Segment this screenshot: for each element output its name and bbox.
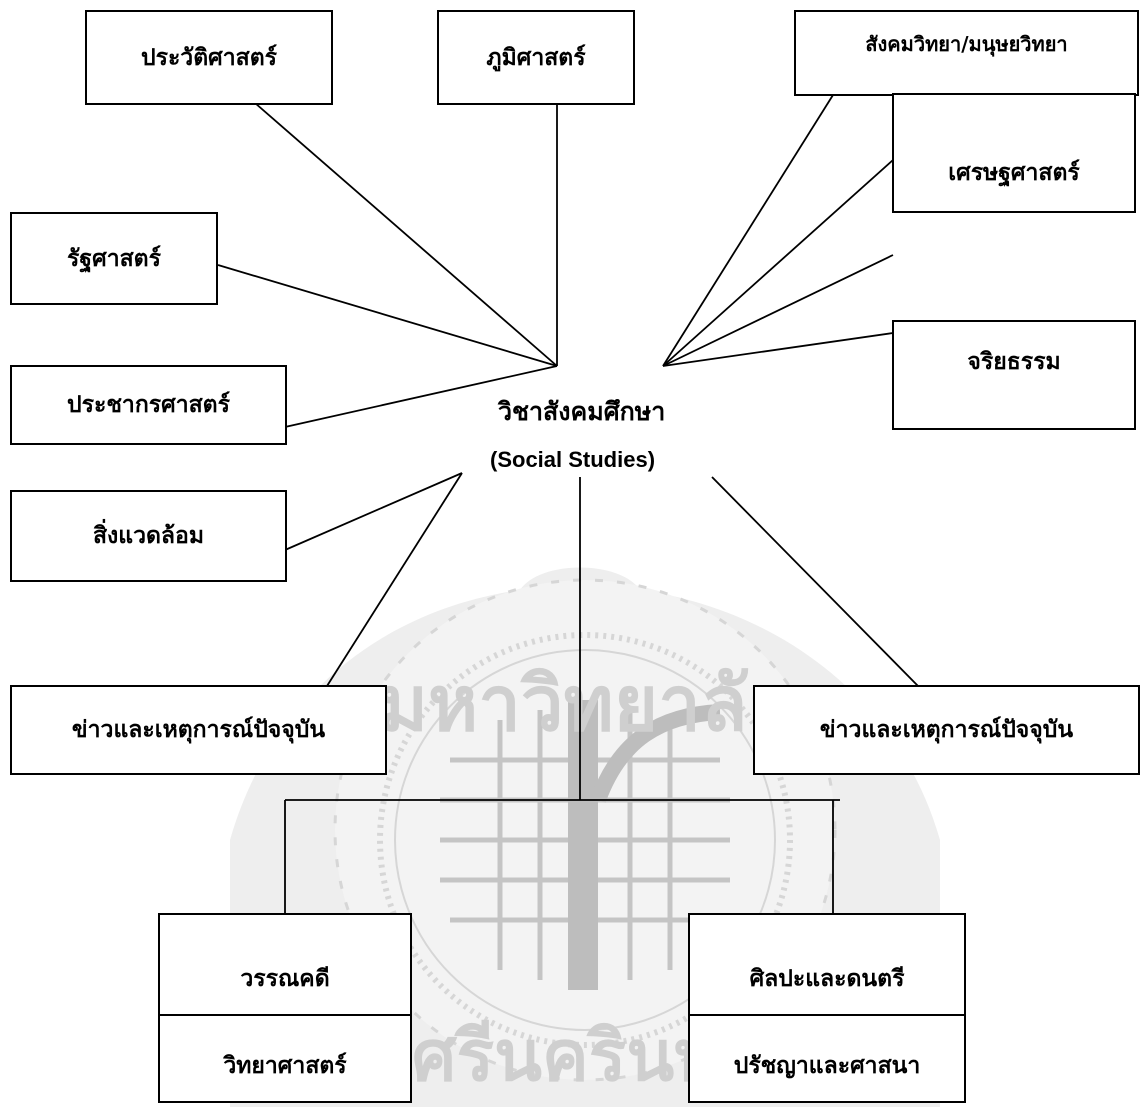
- box-geography: ภูมิศาสตร์: [437, 10, 635, 105]
- label-news-left: ข่าวและเหตุการณ์ปัจจุบัน: [71, 717, 326, 743]
- box-environment: สิ่งแวดล้อม: [10, 490, 287, 582]
- label-news-right: ข่าวและเหตุการณ์ปัจจุบัน: [819, 717, 1074, 743]
- box-news-left: ข่าวและเหตุการณ์ปัจจุบัน: [10, 685, 387, 775]
- label-arts-music: ศิลปะและดนตรี: [749, 966, 905, 992]
- connector-history: [254, 102, 558, 367]
- box-literature-science: วรรณคดี วิทยาศาสตร์: [158, 913, 412, 1103]
- connector-news-left: [326, 472, 463, 687]
- box-demography: ประชากรศาสตร์: [10, 365, 287, 445]
- connector-sociology: [662, 94, 834, 367]
- box-history: ประวัติศาสตร์: [85, 10, 333, 105]
- box-ethics: จริยธรรม: [892, 320, 1136, 430]
- label-literature: วรรณคดี: [240, 966, 330, 992]
- label-science: วิทยาศาสตร์: [223, 1053, 347, 1079]
- connector-demography: [284, 365, 558, 428]
- label-philosophy-religion: ปรัชญาและศาสนา: [733, 1053, 921, 1079]
- box-news-right: ข่าวและเหตุการณ์ปัจจุบัน: [753, 685, 1140, 775]
- connector-economics: [662, 159, 894, 367]
- box-divider-left: [160, 1014, 410, 1016]
- box-divider-right: [690, 1014, 964, 1016]
- label-economics: เศรษฐศาสตร์: [948, 160, 1080, 186]
- connector-blank: [662, 254, 894, 367]
- box-sociology: สังคมวิทยา/มนุษยวิทยา: [794, 10, 1139, 96]
- watermark-top-text: มหาวิทยาลัย: [378, 663, 792, 747]
- connector-environment: [284, 472, 463, 551]
- box-arts-philosophy: ศิลปะและดนตรี ปรัชญาและศาสนา: [688, 913, 966, 1103]
- box-political-science: รัฐศาสตร์: [10, 212, 218, 305]
- label-history: ประวัติศาสตร์: [140, 44, 277, 71]
- connector-political-science: [217, 264, 558, 367]
- box-economics: เศรษฐศาสตร์: [892, 93, 1136, 213]
- label-geography: ภูมิศาสตร์: [486, 44, 586, 71]
- label-political-science: รัฐศาสตร์: [67, 245, 161, 272]
- label-demography: ประชากรศาสตร์: [67, 392, 230, 418]
- connector-news-right: [711, 476, 919, 687]
- label-sociology: สังคมวิทยา/มนุษยวิทยา: [865, 32, 1068, 56]
- center-title: วิชาสังคมศึกษา: [498, 397, 666, 426]
- label-environment: สิ่งแวดล้อม: [92, 523, 204, 549]
- label-ethics: จริยธรรม: [967, 349, 1061, 375]
- connector-ethics: [662, 332, 894, 367]
- center-subtitle: (Social Studies): [490, 447, 656, 472]
